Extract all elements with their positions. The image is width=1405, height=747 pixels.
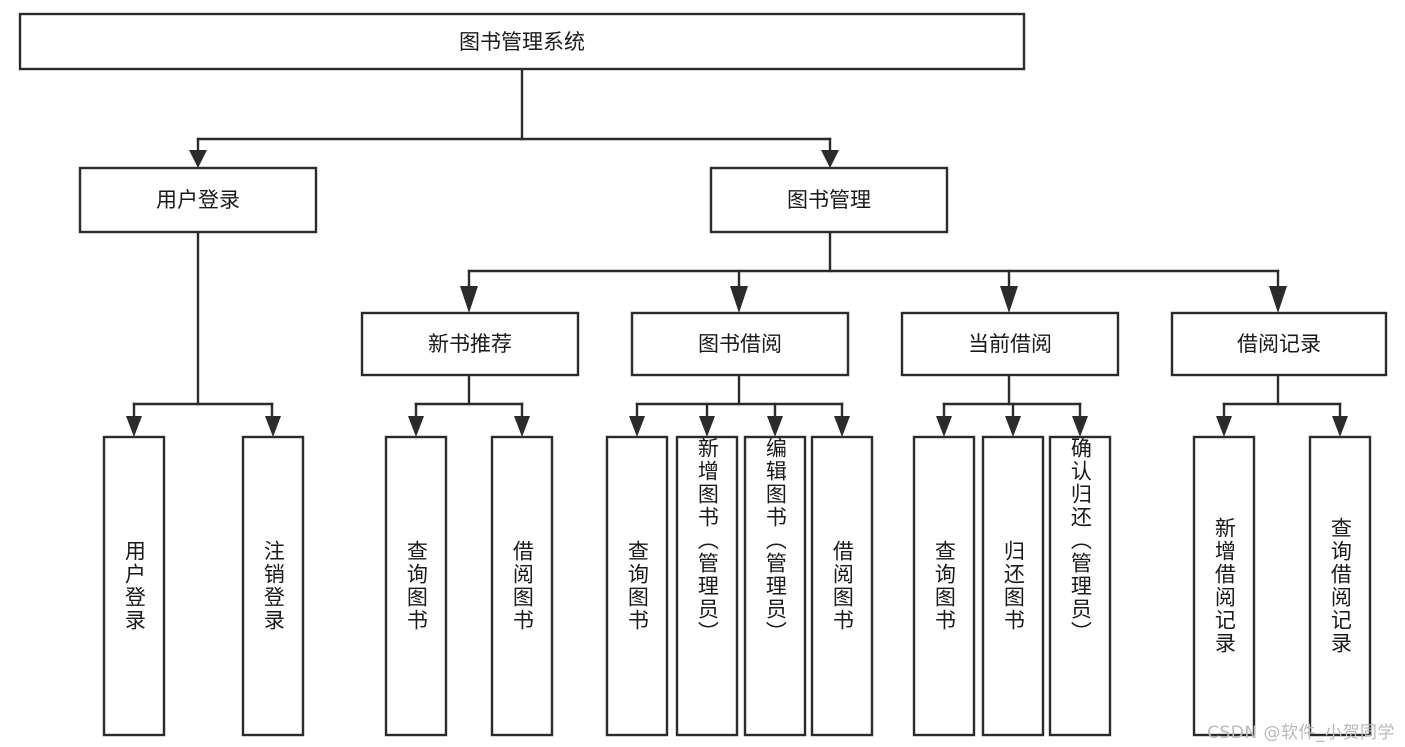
arrow-head-newbook bbox=[460, 286, 478, 313]
arrow-head-leaf-10 bbox=[1005, 416, 1021, 437]
arrow-head-leaf-3 bbox=[408, 416, 424, 437]
node-new-book-recommend-box[interactable] bbox=[360, 311, 580, 377]
leaf-box-6[interactable] bbox=[675, 435, 739, 737]
arrow-head-to-login bbox=[189, 150, 207, 168]
leaf-box-4[interactable] bbox=[490, 435, 554, 737]
node-borrow-record-label: 借阅记录 bbox=[1237, 332, 1321, 356]
arrow-head-current bbox=[1000, 286, 1018, 313]
leaf-box-13[interactable] bbox=[1308, 435, 1372, 737]
leaf-box-8[interactable] bbox=[810, 435, 874, 737]
node-book-borrow-label: 图书借阅 bbox=[698, 332, 782, 356]
node-user-login-box[interactable] bbox=[78, 166, 318, 234]
node-book-management-label: 图书管理 bbox=[787, 188, 871, 212]
node-book-borrow-box[interactable] bbox=[630, 311, 850, 377]
leaf-box-3[interactable] bbox=[384, 435, 448, 737]
nodes-group: 图书管理系统 用户登录 图书管理 新书推荐 图书借阅 当前借阅 借阅记录 bbox=[18, 12, 1388, 737]
node-current-borrow-label: 当前借阅 bbox=[968, 332, 1052, 356]
arrow-head-leaf-7 bbox=[767, 416, 783, 437]
arrow-head-leaf-9 bbox=[936, 416, 952, 437]
node-root-label: 图书管理系统 bbox=[459, 30, 585, 54]
arrow-head-leaf-11 bbox=[1072, 416, 1088, 437]
leaf-box-10[interactable] bbox=[981, 435, 1045, 737]
connectors-group bbox=[126, 67, 1348, 437]
arrow-head-leaf-1 bbox=[126, 416, 142, 437]
arrow-head-leaf-8 bbox=[834, 416, 850, 437]
arrow-head-leaf-2 bbox=[265, 416, 281, 437]
arrow-head-to-bookmgmt bbox=[821, 150, 839, 168]
arrow-head-leaf-6 bbox=[699, 416, 715, 437]
arrow-head-borrow bbox=[730, 286, 748, 313]
arrow-head-leaf-12 bbox=[1216, 416, 1232, 437]
leaf-box-11[interactable] bbox=[1048, 435, 1112, 737]
node-book-management-box[interactable] bbox=[709, 166, 949, 234]
leaf-box-9[interactable] bbox=[912, 435, 976, 737]
leaf-box-1[interactable] bbox=[102, 435, 166, 737]
arrow-head-leaf-13 bbox=[1332, 416, 1348, 437]
leaf-box-12[interactable] bbox=[1192, 435, 1256, 737]
node-new-book-recommend-label: 新书推荐 bbox=[428, 332, 512, 356]
arrow-head-leaf-4 bbox=[514, 416, 530, 437]
leaf-box-2[interactable] bbox=[241, 435, 305, 737]
leaf-box-7[interactable] bbox=[743, 435, 807, 737]
node-borrow-record-box[interactable] bbox=[1170, 311, 1388, 377]
arrow-head-record bbox=[1269, 286, 1287, 313]
arrow-head-leaf-5 bbox=[629, 416, 645, 437]
node-root-box[interactable] bbox=[18, 12, 1026, 71]
node-current-borrow-box[interactable] bbox=[900, 311, 1120, 377]
leaf-box-5[interactable] bbox=[605, 435, 669, 737]
node-user-login-label: 用户登录 bbox=[156, 188, 240, 212]
